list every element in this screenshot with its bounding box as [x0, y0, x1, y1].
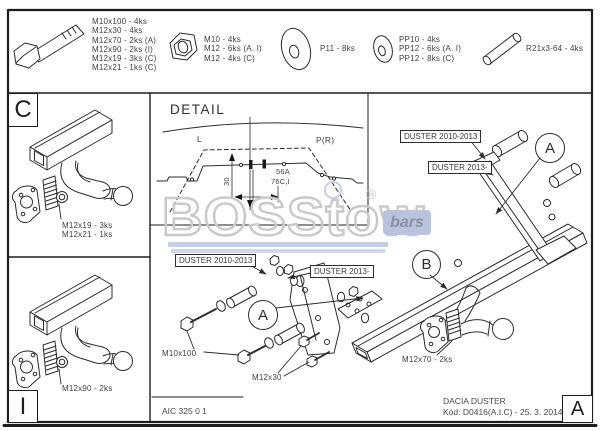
leader-lines — [58, 139, 541, 385]
washer-small-spec-line: PP10 - 4ks — [399, 35, 441, 44]
bolt-spec-line: M12x19 - 3ks (C) — [92, 54, 157, 64]
bolt-spec-line: M12x30 - 4ks — [92, 26, 143, 36]
vehicle-name: DACIA DUSTER — [443, 396, 506, 406]
bolt-spec-list: M10x100 - 4ks M12x30 - 4ks M12x70 - 2ks … — [92, 17, 157, 73]
washer-small-spec-line: PP12 - 6ks (A. I) — [399, 44, 462, 54]
duster-2013-tag-mid: DUSTER 2013- — [310, 265, 374, 278]
assembly-towball — [420, 285, 514, 354]
hex-bolt-icon — [13, 24, 85, 69]
view-i-tag: I — [8, 390, 38, 423]
washer-large-icon — [280, 27, 312, 71]
nut-spec-line: M10 - 4ks — [204, 35, 241, 44]
view-i-bolt-label: M12x90 - 2ks — [62, 384, 113, 393]
view-c-tag: C — [8, 93, 38, 127]
detail-drawing — [156, 116, 364, 213]
nut-spec-line: M12 - 6ks (A. I) — [204, 44, 262, 54]
bolt-spec-line: M12x70 - 2ks (A) — [92, 35, 157, 45]
doc-number: AIC 325 0 1 — [162, 406, 207, 416]
nut-spec-line: M12 - 4ks (C) — [204, 53, 256, 63]
detail-left-mark: L — [197, 134, 202, 144]
callout-a-mid: A — [248, 300, 278, 330]
detail-title: DETAIL — [170, 102, 226, 117]
duster-2013-tag-top: DUSTER 2013- — [428, 161, 492, 174]
view-c-bolt-label: M12x19 - 3ks — [62, 221, 113, 230]
sheet-frame — [2, 8, 598, 427]
washer-large-spec: P11 - 8ks — [320, 44, 355, 53]
detail-dim-30: 30 — [222, 177, 231, 186]
product-code-line: Kód: D0416(A.I.C) - 25. 3. 2014 — [443, 407, 563, 417]
hex-nut-icon — [169, 32, 198, 61]
spacer-tube-spec: R21x3-64 - 4ks — [526, 44, 584, 53]
bolt-spec-line: M10x100 - 4ks — [92, 17, 148, 26]
label-m10x100: M10x100 — [162, 349, 197, 358]
label-m12x30: M12x30 — [252, 373, 282, 382]
revision-tag: A — [562, 395, 593, 423]
view-i-drawing — [11, 274, 134, 389]
tube-icon — [482, 32, 522, 66]
callout-b: B — [412, 250, 441, 279]
washer-small-spec-list: PP10 - 4ks PP12 - 6ks (A. I) PP12 - 8ks … — [399, 35, 461, 63]
duster-2010-tag-top: DUSTER 2010-2013 — [400, 130, 482, 143]
nut-spec-list: M10 - 4ks M12 - 6ks (A. I) M12 - 4ks (C) — [204, 35, 262, 63]
detail-right-mark: P(R) — [316, 135, 335, 145]
bolt-spec-line: M12x90 - 2ks (I) — [92, 44, 153, 54]
label-m12x70: M12x70 - 2ks — [402, 355, 453, 364]
washer-small-icon — [373, 35, 393, 63]
view-c-bolt-label: M12x21 - 1ks — [62, 230, 113, 239]
detail-dim-76ci: 76C,I — [271, 177, 290, 186]
callout-a-top: A — [535, 133, 565, 163]
detail-dim-56a: 56A — [276, 167, 290, 176]
washer-small-spec-line: PP12 - 8ks (C) — [399, 53, 455, 63]
duster-2010-tag-mid: DUSTER 2010-2013 — [175, 254, 257, 267]
bolt-spec-line: M12x21 - 1ks (C) — [92, 63, 157, 73]
